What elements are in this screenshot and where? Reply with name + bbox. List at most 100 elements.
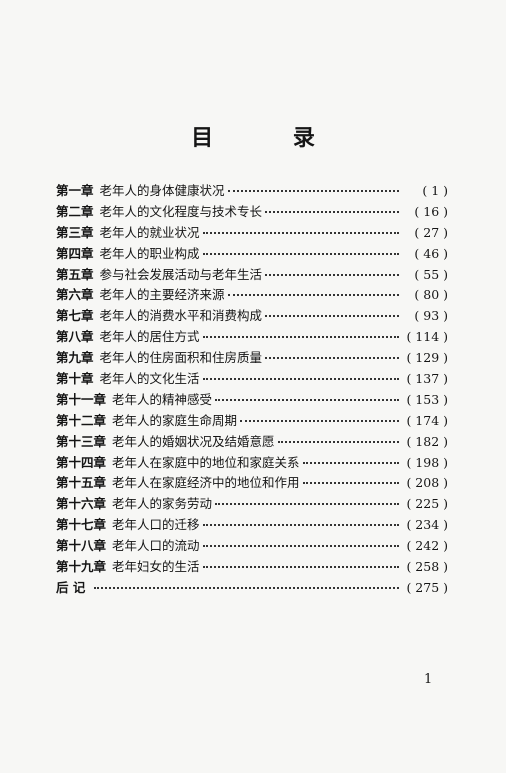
page-reference: ( 27 ) [414,224,448,240]
toc-entry[interactable]: 第十四章老年人在家庭中的地位和家庭关系 ( 198 ) [56,452,448,473]
chapter-number: 第九章 [56,350,94,366]
dot-leader [215,398,399,401]
toc-entry[interactable]: 第十章老年人的文化生活 ( 137 ) [56,368,448,389]
page-title: 目 录 [191,126,351,151]
chapter-title: 老年人的就业状况 [99,224,200,240]
page-reference: ( 198 ) [406,454,448,470]
toc-entry[interactable]: 第十二章老年人的家庭生命周期 ( 174 ) [56,410,448,431]
chapter-title: 老年人的文化程度与技术专长 [99,203,263,219]
dot-leader [215,503,399,506]
chapter-number: 第三章 [56,224,94,240]
toc-entry[interactable]: 第一章老年人的身体健康状况 ( 1 ) [56,180,448,201]
page-reference: ( 174 ) [406,412,448,428]
chapter-number: 第十六章 [56,496,107,512]
page-reference: ( 258 ) [406,559,448,575]
toc-entry[interactable]: 第三章老年人的就业状况 ( 27 ) [56,222,448,243]
toc-entry[interactable]: 第十五章老年人在家庭经济中的地位和作用( 208 ) [56,472,448,493]
toc-entry[interactable]: 第二章老年人的文化程度与技术专长 ( 16 ) [56,201,448,222]
page-reference: ( 46 ) [414,245,448,261]
toc-entry[interactable]: 第十九章老年妇女的生活 ( 258 ) [56,556,448,577]
dot-leader [265,315,399,318]
chapter-title: 参与社会发展活动与老年生活 [99,266,263,282]
page-reference: ( 275 ) [406,579,448,595]
chapter-title: 老年人的职业构成 [99,245,200,261]
dot-leader [227,294,399,297]
chapter-title: 老年人的消费水平和消费构成 [99,308,263,324]
toc-entry[interactable]: 第十七章老年人口的迁移 ( 234 ) [56,514,448,535]
dot-leader [202,566,399,569]
page-reference: ( 182 ) [406,433,448,449]
chapter-title: 老年人口的流动 [112,538,200,554]
dot-leader [202,378,399,381]
chapter-title: 老年人的精神感受 [112,391,213,407]
page-number: 1 [424,672,433,687]
chapter-title: 老年人的文化生活 [99,371,200,387]
chapter-number: 第十三章 [56,433,107,449]
toc-entry[interactable]: 第六章老年人的主要经济来源 ( 80 ) [56,284,448,305]
chapter-number: 第一章 [56,183,94,198]
page-reference: ( 16 ) [414,203,448,219]
chapter-number: 第八章 [56,329,94,345]
page-reference: ( 225 ) [406,496,448,512]
chapter-number: 第十八章 [56,538,107,554]
dot-leader [202,545,399,548]
toc-entry[interactable]: 第九章老年人的住房面积和住房质量( 129 ) [56,347,448,368]
toc-entry[interactable]: 第八章老年人的居住方式 ( 114 ) [56,326,448,347]
toc-entry[interactable]: 第十八章老年人口的流动 ( 242 ) [56,535,448,556]
page-reference: ( 208 ) [406,475,448,491]
dot-leader [265,210,399,213]
chapter-title: 老年人的家务劳动 [112,496,213,512]
chapter-title: 老年人的家庭生命周期 [112,412,238,428]
chapter-number: 第五章 [56,266,94,282]
dot-leader [240,419,399,422]
chapter-number: 第四章 [56,245,94,261]
chapter-title: 老年人的居住方式 [99,329,200,345]
toc-entry[interactable]: 后 记 ( 275 ) [56,577,448,598]
toc-entry[interactable]: 第十三章老年人的婚姻状况及结婚意愿 ( 182 ) [56,431,448,452]
chapter-number: 第六章 [56,287,94,303]
chapter-number: 第十七章 [56,517,107,533]
dot-leader [202,231,399,234]
chapter-number: 第七章 [56,308,94,324]
chapter-number: 后 记 [56,579,86,595]
chapter-title: 老年人的主要经济来源 [99,287,225,303]
dot-leader [202,336,399,339]
toc-entry[interactable]: 第十一章老年人的精神感受 ( 153 ) [56,389,448,410]
chapter-number: 第十一章 [56,391,107,407]
chapter-number: 第二章 [56,203,94,219]
chapter-number: 第十章 [56,371,94,387]
dot-leader [302,482,399,485]
chapter-number: 第十九章 [56,559,107,575]
toc-entry[interactable]: 第四章老年人的职业构成 ( 46 ) [56,243,448,264]
page-reference: ( 242 ) [406,538,448,554]
chapter-title: 老年人在家庭经济中的地位和作用 [112,475,300,491]
toc-entry[interactable]: 第七章老年人的消费水平和消费构成 ( 93 ) [56,305,448,326]
chapter-number: 第十二章 [56,412,107,428]
chapter-title: 老年人的婚姻状况及结婚意愿 [112,433,275,449]
page-reference: ( 55 ) [414,266,448,282]
chapter-title: 老年妇女的生活 [112,559,200,575]
dot-leader [302,461,399,464]
page-reference: ( 137 ) [406,371,448,387]
chapter-number: 第十四章 [56,454,107,470]
page-reference: ( 153 ) [406,391,448,407]
dot-leader [202,252,399,255]
dot-leader [265,273,399,276]
dot-leader [202,524,399,527]
chapter-title: 老年人口的迁移 [112,517,200,533]
chapter-title: 老年人在家庭中的地位和家庭关系 [112,454,300,470]
dot-leader [277,440,399,443]
dot-leader [227,190,399,192]
page-reference: ( 1 ) [422,183,448,198]
toc-entry[interactable]: 第十六章老年人的家务劳动 ( 225 ) [56,493,448,514]
toc-entry[interactable]: 第五章参与社会发展活动与老年生活 ( 55 ) [56,264,448,285]
page-reference: ( 234 ) [406,517,448,533]
page-reference: ( 93 ) [414,308,448,324]
page-reference: ( 114 ) [406,329,448,345]
chapter-title: 老年人的住房面积和住房质量 [99,350,263,366]
chapter-title: 老年人的身体健康状况 [99,183,225,198]
table-of-contents: 第一章老年人的身体健康状况 ( 1 ) 第二章老年人的文化程度与技术专长 ( 16 … [56,180,448,598]
dot-leader [94,586,399,589]
page-reference: ( 80 ) [414,287,448,303]
dot-leader [265,357,399,360]
